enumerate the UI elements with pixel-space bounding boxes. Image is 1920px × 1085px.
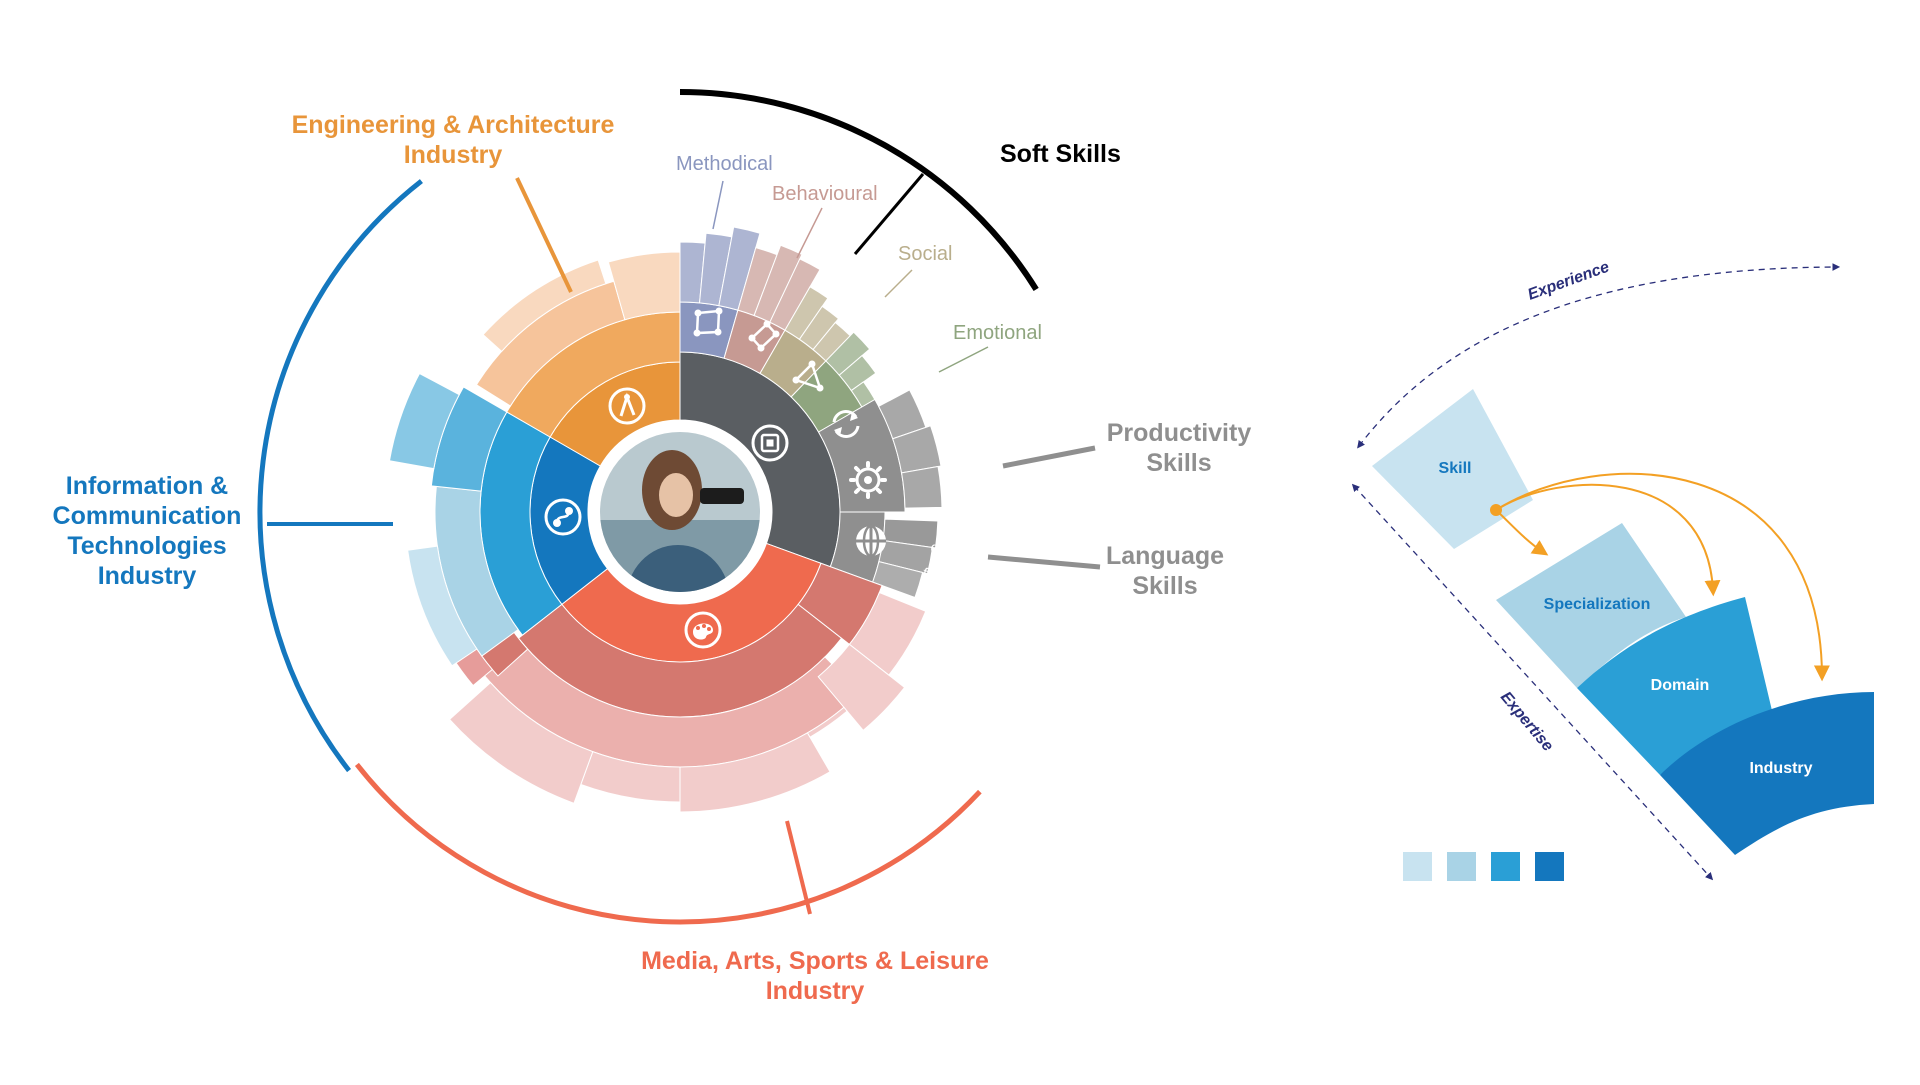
cycle-arrows-icon <box>832 410 860 438</box>
social-leader <box>884 269 913 298</box>
triangle-nodes-icon <box>792 360 824 392</box>
engineering-skill-segment[interactable] <box>607 251 681 321</box>
experience-axis <box>1357 263 1841 449</box>
target-square-icon <box>751 424 789 462</box>
expertise-axis <box>1351 483 1714 881</box>
diamond-nodes-icon <box>748 320 780 352</box>
legend-swatch <box>1491 852 1520 881</box>
language-item: ger <box>941 510 964 529</box>
language-items: ger eng fre <box>920 510 964 587</box>
media-skill-segment[interactable] <box>817 643 906 732</box>
experience-axis-label: Experience <box>1526 259 1612 304</box>
media-skill-segment[interactable] <box>806 706 848 738</box>
language-leader <box>987 554 1101 570</box>
methodical-label: Methodical <box>676 153 773 175</box>
gear-icon <box>849 461 887 499</box>
legend-swatch <box>1447 852 1476 881</box>
legend-specialization-label: Specialization <box>1544 596 1651 613</box>
productivity-leader <box>1002 445 1096 469</box>
soft-skills-arc <box>679 89 1039 292</box>
legend-domain-label: Domain <box>1651 677 1710 694</box>
segment-icons <box>544 307 887 649</box>
legend-swatch <box>1403 852 1432 881</box>
methodical-leader <box>712 180 724 230</box>
media-leader <box>785 820 812 915</box>
soft-skills-label: Soft Skills <box>1000 140 1121 168</box>
legend-arrow <box>1495 509 1549 556</box>
engineering-skill-segment[interactable] <box>482 259 607 353</box>
connected-nodes-icon <box>544 498 582 536</box>
legend-industry-block <box>1660 692 1874 855</box>
globe-icon <box>856 524 886 558</box>
category-arcs <box>257 89 1101 925</box>
productivity-outer-segment[interactable] <box>901 465 943 509</box>
media-industry-arc <box>354 762 982 925</box>
language-item: eng <box>929 539 956 559</box>
media-skill-segment[interactable] <box>448 681 594 804</box>
ict-industry-arc <box>257 179 423 773</box>
legend-swatches <box>1403 852 1564 881</box>
legend-swatch <box>1535 852 1564 881</box>
ict-skill-segment[interactable] <box>407 545 478 667</box>
compass-icon <box>608 387 646 425</box>
legend-industry-label: Industry <box>1749 760 1812 777</box>
emotional-label: Emotional <box>953 322 1042 344</box>
social-label: Social <box>898 243 952 265</box>
legend-diagram: Skill Specialization Domain Industry Exp… <box>1351 259 1874 881</box>
behavioural-leader <box>796 207 823 259</box>
legend-skill-label: Skill <box>1439 460 1472 477</box>
palette-icon <box>684 611 722 649</box>
behavioural-label: Behavioural <box>772 183 878 205</box>
engineering-leader <box>515 177 573 293</box>
avatar[interactable] <box>592 424 768 655</box>
ict-skill-segment[interactable] <box>388 372 460 470</box>
emotional-leader <box>938 346 989 373</box>
square-nodes-icon <box>693 307 723 337</box>
soft-skills-leader <box>853 173 925 255</box>
language-item: fre <box>920 565 942 587</box>
